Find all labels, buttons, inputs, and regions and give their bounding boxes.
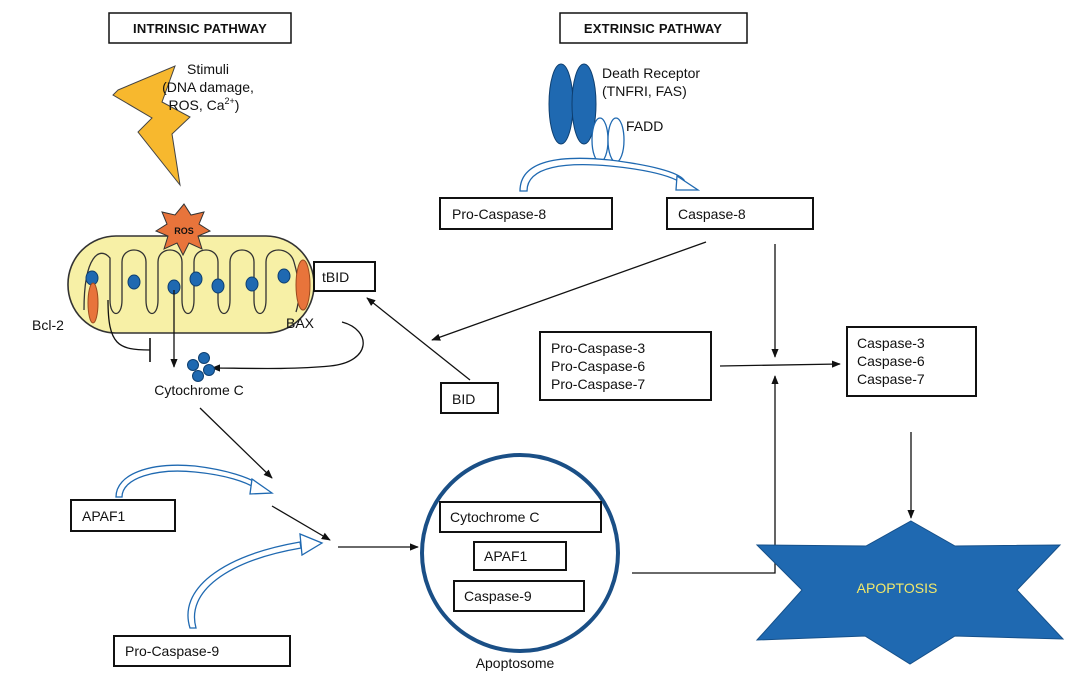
apoptosis-star: APOPTOSIS [755, 520, 1065, 665]
svg-text:APAF1: APAF1 [82, 508, 126, 524]
svg-text:Pro-Caspase-9: Pro-Caspase-9 [125, 643, 219, 659]
apoptosome-cytochrome-c-box: Cytochrome C [439, 501, 602, 533]
ros-burst-icon: ROS [154, 203, 212, 257]
svg-text:Caspase-7: Caspase-7 [857, 371, 925, 387]
cytochrome-to-apoptosome-arrow [199, 407, 273, 479]
bcl2-label: Bcl-2 [32, 317, 64, 333]
svg-text:ROS, Ca2+): ROS, Ca2+) [169, 96, 240, 113]
svg-text:(TNFRI, FAS): (TNFRI, FAS) [602, 83, 687, 99]
pro-caspase-8-box: Pro-Caspase-8 [439, 197, 613, 230]
bax-label: BAX [286, 315, 315, 331]
extrinsic-pathway-header: EXTRINSIC PATHWAY [559, 12, 748, 44]
pro-caspase-9-hollow-arrow [187, 532, 324, 629]
cytochrome-c-molecules [187, 352, 215, 382]
svg-text:APOPTOSIS: APOPTOSIS [857, 580, 938, 596]
svg-text:APAF1: APAF1 [484, 548, 528, 564]
bax-pore-arrow [211, 321, 364, 372]
cristae [83, 249, 300, 315]
svg-text:(DNA damage,: (DNA damage, [162, 79, 254, 95]
tbid-box: tBID [313, 261, 376, 292]
svg-text:BID: BID [452, 391, 475, 407]
svg-text:Pro-Caspase-8: Pro-Caspase-8 [452, 206, 546, 222]
svg-text:Caspase-8: Caspase-8 [678, 206, 746, 222]
svg-text:Caspase-6: Caspase-6 [857, 353, 925, 369]
lightning-bolt-icon [112, 65, 191, 187]
bid-to-tbid-arrow [366, 297, 471, 381]
death-receptor-label: Death Receptor (TNFRI, FAS) [602, 65, 700, 99]
caspase8-activation-arrow [519, 157, 701, 192]
bax-protein [295, 259, 311, 311]
caspase-8-box: Caspase-8 [666, 197, 814, 230]
pro-caspase-9-box: Pro-Caspase-9 [113, 635, 291, 667]
apoptosome-label: Apoptosome [476, 655, 555, 671]
svg-text:Pro-Caspase-6: Pro-Caspase-6 [551, 358, 645, 374]
apoptosome-caspase-9-box: Caspase-9 [453, 580, 585, 612]
apaf1-to-complex-arrow [271, 505, 331, 541]
stimuli-label: Stimuli (DNA damage, ROS, Ca2+) [162, 61, 254, 113]
bcl2-inhibition-line [107, 299, 151, 351]
pro-caspases-box: Pro-Caspase-3 Pro-Caspase-6 Pro-Caspase-… [539, 331, 712, 401]
bid-box: BID [440, 382, 499, 414]
svg-text:Caspase-9: Caspase-9 [464, 588, 532, 604]
bcl2-protein [87, 282, 99, 324]
svg-text:Stimuli: Stimuli [187, 61, 229, 77]
svg-text:ROS: ROS [174, 226, 194, 236]
cytochrome-c-label: Cytochrome C [154, 382, 243, 398]
svg-text:Death Receptor: Death Receptor [602, 65, 700, 81]
mitochondrion [67, 235, 315, 334]
pro-caspases-to-caspases-arrow [719, 360, 841, 368]
svg-text:EXTRINSIC PATHWAY: EXTRINSIC PATHWAY [584, 21, 722, 36]
caspases-box: Caspase-3 Caspase-6 Caspase-7 [846, 326, 977, 397]
fadd-label: FADD [626, 118, 663, 134]
svg-text:INTRINSIC PATHWAY: INTRINSIC PATHWAY [133, 21, 267, 36]
svg-text:tBID: tBID [322, 269, 349, 285]
apaf1-hollow-arrow [115, 464, 274, 498]
svg-text:Caspase-3: Caspase-3 [857, 335, 925, 351]
apoptosome-apaf1-box: APAF1 [473, 541, 567, 571]
svg-text:Cytochrome C: Cytochrome C [450, 509, 539, 525]
svg-text:Pro-Caspase-3: Pro-Caspase-3 [551, 340, 645, 356]
apoptosome-to-caspases-arrow [632, 375, 779, 574]
svg-text:Pro-Caspase-7: Pro-Caspase-7 [551, 376, 645, 392]
apaf1-box: APAF1 [70, 499, 176, 532]
death-receptor-icon [548, 63, 597, 145]
fadd-icon [591, 117, 625, 163]
intrinsic-pathway-header: INTRINSIC PATHWAY [108, 12, 292, 44]
caspase8-to-bid-arrow [431, 241, 707, 341]
